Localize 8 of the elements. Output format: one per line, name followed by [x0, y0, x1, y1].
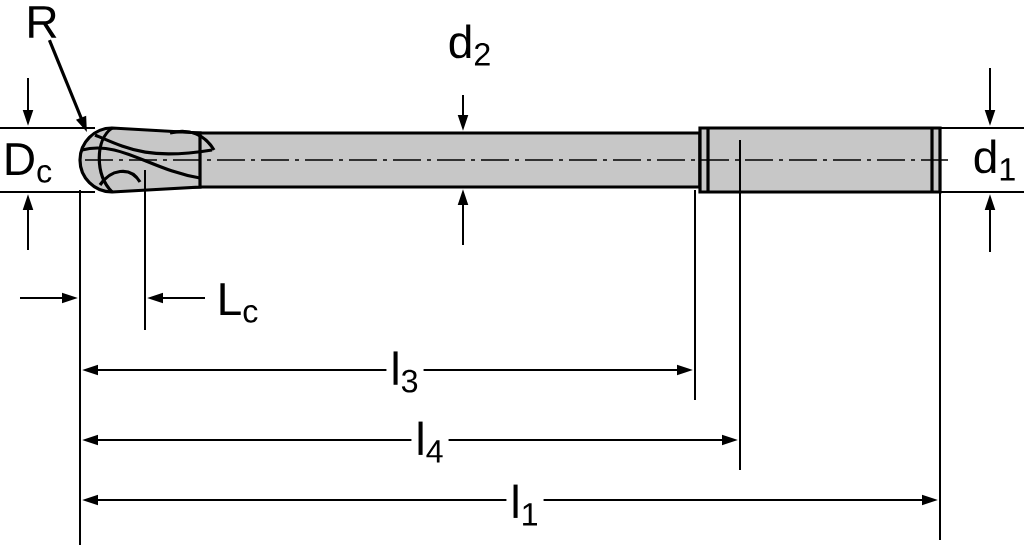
dimension-label: l$_{3}$ [386, 347, 424, 397]
dimension-label: L$_{c}$ [220, 283, 258, 323]
dimension-label: d$_{2}$ [449, 24, 490, 66]
end-mill-drawing [78, 126, 949, 194]
dimension-label: l$_{4}$ [411, 417, 449, 467]
part-label: R [29, 6, 57, 38]
dimension-label: l$_{1}$ [506, 480, 544, 530]
dimension-label: D$_{c}$ [6, 143, 52, 183]
